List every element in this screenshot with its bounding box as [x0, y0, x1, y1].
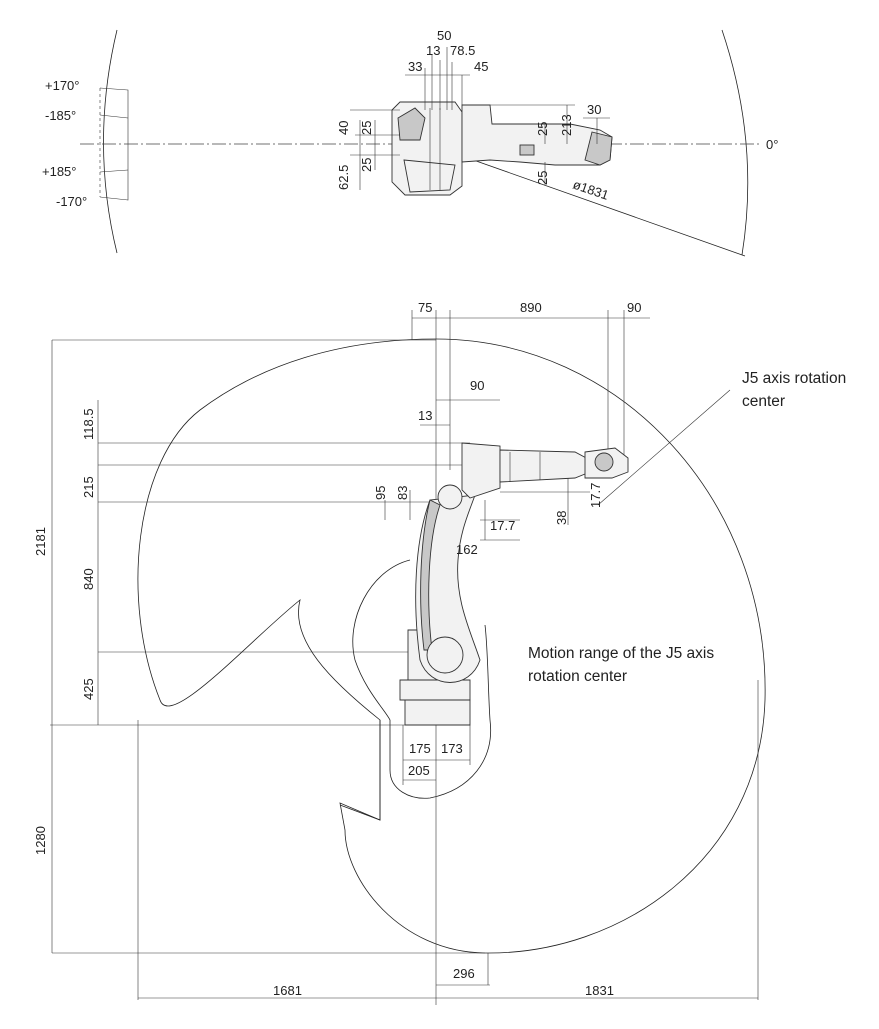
motion-label-line2: rotation center — [528, 668, 627, 685]
angle-label-zero: 0° — [766, 137, 778, 152]
top-dim-62-5: 62.5 — [336, 165, 351, 190]
angle-label-minus185: -185° — [45, 108, 76, 123]
top-reach-label: ø1831 — [571, 177, 611, 203]
top-reach-diagonal — [461, 155, 746, 257]
side-dim-296: 296 — [453, 966, 475, 981]
angle-label-minus170: -170° — [56, 194, 87, 209]
top-dim-lines — [350, 47, 610, 190]
top-robot-silhouette — [391, 101, 613, 196]
top-dim-13: 13 — [426, 43, 440, 58]
j5-inner-envelope — [352, 559, 492, 799]
side-dim-1831: 1831 — [585, 983, 614, 998]
j5-leader-line — [597, 389, 731, 506]
top-left-reach-arc — [103, 29, 118, 254]
side-dim-83: 83 — [395, 486, 410, 500]
side-dim-90-inner: 90 — [470, 378, 484, 393]
top-dim-213: 213 — [559, 114, 574, 136]
angle-label-plus185: +185° — [42, 164, 76, 179]
top-right-reach-arc — [721, 29, 749, 256]
top-dim-30: 30 — [587, 102, 601, 117]
side-dim-173: 173 — [441, 741, 463, 756]
side-dim-13: 13 — [418, 408, 432, 423]
top-dim-33: 33 — [408, 59, 422, 74]
side-dim-175: 175 — [409, 741, 431, 756]
side-dim-17-7a: 17.7 — [490, 518, 515, 533]
top-angle-band — [99, 87, 129, 201]
side-dim-2181: 2181 — [33, 527, 48, 556]
side-view: 75 890 90 2181 118.5 215 840 425 1280 90… — [33, 300, 846, 1005]
top-dim-25b: 25 — [359, 158, 374, 172]
top-dim-25a: 25 — [359, 121, 374, 135]
side-dim-162: 162 — [456, 542, 478, 557]
side-dim-890: 890 — [520, 300, 542, 315]
side-dim-1280: 1280 — [33, 826, 48, 855]
top-dim-50: 50 — [437, 28, 451, 43]
side-dim-840: 840 — [81, 568, 96, 590]
j5-label-line2: center — [742, 393, 785, 410]
side-dim-90-top: 90 — [627, 300, 641, 315]
top-dim-25c: 25 — [535, 122, 550, 136]
side-dim-95: 95 — [373, 486, 388, 500]
top-dim-45: 45 — [474, 59, 488, 74]
side-dim-118-5: 118.5 — [81, 408, 96, 440]
motion-label-line1: Motion range of the J5 axis — [528, 645, 714, 662]
top-dim-40: 40 — [336, 121, 351, 135]
top-dim-78-5: 78.5 — [450, 43, 475, 58]
side-robot-silhouette — [399, 442, 629, 726]
side-dim-17-7b: 17.7 — [588, 483, 603, 508]
side-dim-38: 38 — [554, 511, 569, 525]
side-dim-425: 425 — [81, 678, 96, 700]
side-dim-205: 205 — [408, 763, 430, 778]
j5-label-line1: J5 axis rotation — [742, 370, 846, 387]
top-dim-25d: 25 — [535, 171, 550, 185]
side-dim-215: 215 — [81, 476, 96, 498]
side-dim-75: 75 — [418, 300, 432, 315]
top-view: +170° -185° +185° -170° 0° 50 13 78.5 33… — [42, 28, 778, 257]
angle-label-plus170: +170° — [45, 78, 79, 93]
side-dim-1681: 1681 — [273, 983, 302, 998]
